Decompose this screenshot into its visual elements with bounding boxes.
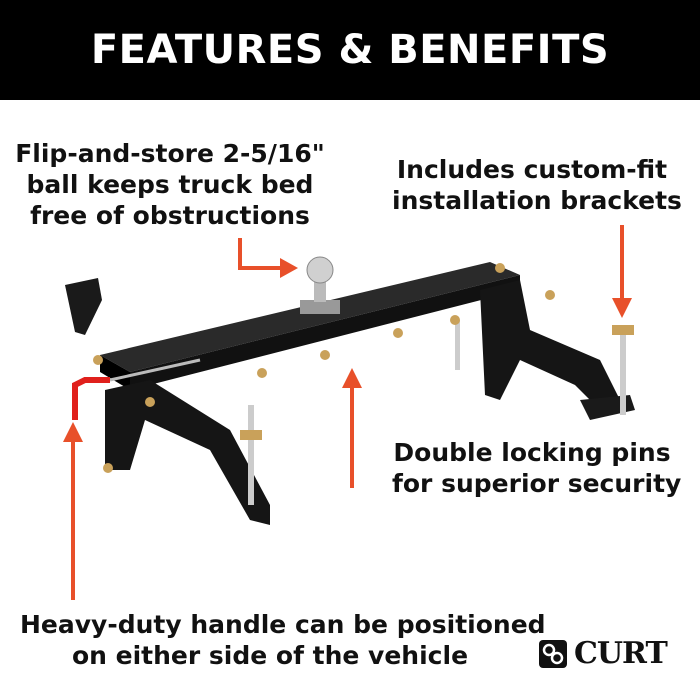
page-title: FEATURES & BENEFITS [90, 27, 610, 73]
logo-text: CURT [574, 636, 668, 671]
header-banner: FEATURES & BENEFITS [0, 0, 700, 100]
callout-line: installation brackets [392, 186, 682, 215]
callout-line: ball keeps truck bed [26, 170, 314, 199]
callout-line: Double locking pins [393, 438, 671, 467]
arrow-brackets [612, 225, 632, 318]
callout-handle: Heavy-duty handle can be positioned on e… [20, 609, 546, 671]
callout-line: Includes custom-fit [396, 155, 668, 184]
arrow-pins [342, 368, 362, 488]
callout-line: for superior security [392, 469, 682, 498]
callout-ball: Flip-and-store 2-5/16" ball keeps truck … [10, 138, 330, 231]
curt-emblem-icon [539, 639, 567, 668]
callout-line: free of obstructions [30, 201, 310, 230]
arrow-handle [63, 422, 83, 600]
callout-pins: Double locking pins for superior securit… [392, 437, 682, 499]
callout-line: Heavy-duty handle can be positioned [20, 610, 546, 639]
curt-logo: CURT [538, 636, 668, 671]
gooseneck-hitch-image [72, 256, 635, 525]
callout-line: Flip-and-store 2-5/16" [15, 139, 325, 168]
callout-brackets: Includes custom-fit installation bracket… [392, 154, 682, 216]
callout-line: on either side of the vehicle [71, 641, 469, 670]
remote-key-image [65, 278, 102, 335]
arrow-ball [238, 238, 298, 278]
